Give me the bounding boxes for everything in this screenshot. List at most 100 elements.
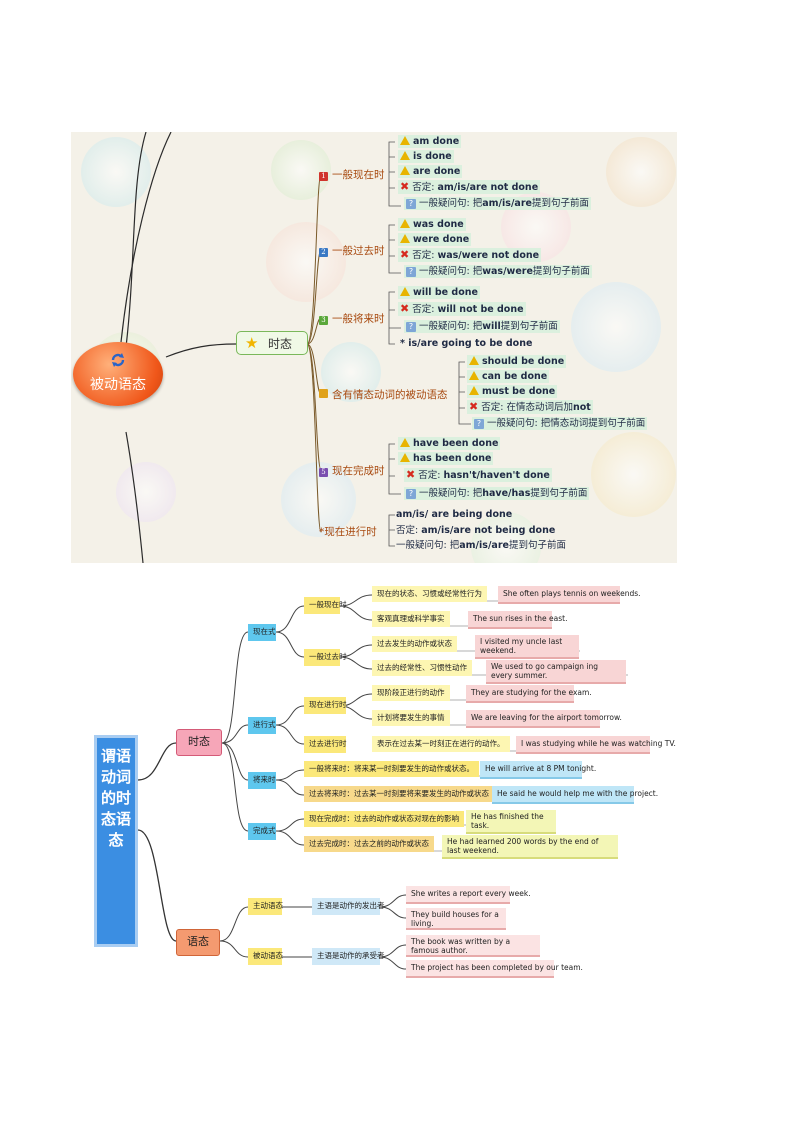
question-icon: ? xyxy=(406,267,416,277)
simple-node: 现在式 xyxy=(248,624,276,641)
category-label: 现在进行时 xyxy=(324,526,377,538)
warning-icon xyxy=(469,386,479,395)
active-desc-node: 主语是动作的发出者 xyxy=(312,898,385,915)
desc-perfect-2: 过去完成时：过去之前的动作或状态 xyxy=(304,836,434,852)
tense-voice-mindmap: 谓语动词的时态语态 时态 语态 现在式 进行式 将来时 完成式 主动语态 被动语… xyxy=(0,575,794,995)
category-label: 一般将来时 xyxy=(332,313,385,325)
present-progressive-node: 现在进行时 xyxy=(304,697,347,714)
connector-lines xyxy=(120,132,471,563)
example-passive-2: The project has been completed by our te… xyxy=(406,960,583,978)
example-simple-past-1: I visited my uncle last weekend. xyxy=(475,635,579,659)
desc-future-2: 过去将来时：过去某一时刻要将来要发生的动作或状态 xyxy=(304,786,494,802)
category-modal-passive: 含有情态动词的被动语态 xyxy=(319,387,448,402)
simple-past-node: 一般过去时 xyxy=(304,649,347,666)
example-present-progressive-1: They are studying for the exam. xyxy=(466,685,592,703)
number-badge: 5 xyxy=(319,468,328,477)
bubble-decoration xyxy=(606,137,676,207)
leaf-should-be-done: should be done xyxy=(467,355,567,368)
center-node: 被动语态 xyxy=(73,342,163,406)
leaf-can-be-done: can be done xyxy=(467,370,550,383)
warning-icon xyxy=(469,356,479,365)
category-label: 含有情态动词的被动语态 xyxy=(332,389,448,401)
desc-future-1: 一般将来时：将来某一时刻要发生的动作或状态。 xyxy=(304,761,479,777)
leaf-negative: ✖否定: 在情态动词后加not xyxy=(467,400,593,414)
root-label: 谓语动词的时态语态 xyxy=(100,747,131,849)
number-badge: 1 xyxy=(319,172,328,181)
bubble-decoration xyxy=(591,432,676,517)
passive-voice-node: 被动语态 xyxy=(248,948,283,965)
warning-icon xyxy=(400,453,410,462)
example-future-1: He will arrive at 8 PM tonight. xyxy=(480,761,596,779)
leaf-must-be-done: must be done xyxy=(467,385,558,398)
cross-icon: ✖ xyxy=(406,468,416,481)
category-label: 一般过去时 xyxy=(332,245,385,257)
voice-node: 语态 xyxy=(176,929,220,956)
desc-simple-past-2: 过去的经常性、习惯性动作 xyxy=(372,660,472,676)
bubble-decoration xyxy=(321,342,381,402)
tense-branch-node: ★ 时态 xyxy=(236,331,308,355)
warning-icon xyxy=(400,166,410,175)
example-present-progressive-2: We are leaving for the airport tomorrow. xyxy=(466,710,622,728)
leaf-being-done: am/is/ are being done xyxy=(396,509,513,520)
bubble-decoration xyxy=(266,222,346,302)
leaf-negative: ✖否定: am/is/are not done xyxy=(398,180,541,194)
future-node: 将来时 xyxy=(248,772,276,789)
cross-icon: ✖ xyxy=(400,180,410,193)
cross-icon: ✖ xyxy=(400,248,410,261)
leaf-will-be-done: will be done xyxy=(398,286,480,299)
passive-desc-node: 主语是动作的承受者 xyxy=(312,948,385,965)
leaf-question: ?一般疑问句: 把情态动词提到句子前面 xyxy=(472,417,648,430)
category-present-simple: 1 一般现在时 xyxy=(319,167,385,182)
star-marker: * xyxy=(319,526,325,538)
category-label: 一般现在时 xyxy=(332,169,385,181)
example-simple-present-1: She often plays tennis on weekends. xyxy=(498,586,641,604)
example-active-2: They build houses for a living. xyxy=(406,908,506,930)
desc-present-progressive-2: 计划将要发生的事情 xyxy=(372,710,450,726)
active-voice-node: 主动语态 xyxy=(248,898,283,915)
desc-perfect-1: 现在完成时：过去的动作或状态对现在的影响 xyxy=(304,811,464,827)
question-icon: ? xyxy=(406,322,416,332)
example-passive-1: The book was written by a famous author. xyxy=(406,935,540,957)
leaf-am-done: am done xyxy=(398,135,462,148)
bubble-decoration xyxy=(116,462,176,522)
leaf-are-done: are done xyxy=(398,165,463,178)
leaf-has-been-done: has been done xyxy=(398,452,494,465)
desc-past-progressive: 表示在过去某一时刻正在进行的动作。 xyxy=(372,736,510,752)
example-simple-present-2: The sun rises in the east. xyxy=(468,611,567,629)
leaf-question: ?一般疑问句: 把have/has提到句子前面 xyxy=(404,487,590,500)
bubble-decoration xyxy=(471,512,541,563)
progressive-node: 进行式 xyxy=(248,717,276,734)
warning-icon xyxy=(400,287,410,296)
warning-icon xyxy=(400,219,410,228)
leaf-is-done: is done xyxy=(398,150,454,163)
refresh-icon xyxy=(109,351,127,369)
warning-icon xyxy=(400,438,410,447)
leaf-negative: ✖否定: hasn't/haven't done xyxy=(404,468,552,482)
leaf-question: ?一般疑问句: 把was/were提到句子前面 xyxy=(404,265,592,278)
cross-icon: ✖ xyxy=(400,302,410,315)
bubble-decoration xyxy=(81,137,151,207)
leaf-question: 一般疑问句: 把am/is/are提到句子前面 xyxy=(396,540,566,551)
leaf-negative: ✖否定: will not be done xyxy=(398,302,526,316)
bubble-decoration xyxy=(271,140,331,200)
tense-branch-label: 时态 xyxy=(268,337,293,351)
bubble-decoration xyxy=(571,282,661,372)
number-badge: 2 xyxy=(319,248,328,257)
example-future-2: He said he would help me with the projec… xyxy=(492,786,658,804)
star-icon: ★ xyxy=(245,334,259,352)
question-icon: ? xyxy=(406,199,416,209)
number-badge xyxy=(319,389,328,398)
warning-icon xyxy=(400,151,410,160)
example-active-1: She writes a report every week. xyxy=(406,886,531,904)
desc-simple-past-1: 过去发生的动作或状态 xyxy=(372,636,457,652)
leaf-were-done: were done xyxy=(398,233,472,246)
desc-simple-present-2: 客观真理或科学事实 xyxy=(372,611,450,627)
question-icon: ? xyxy=(406,489,416,499)
center-node-label: 被动语态 xyxy=(90,377,146,393)
perfect-node: 完成式 xyxy=(248,823,276,840)
root-node: 谓语动词的时态语态 xyxy=(94,735,138,947)
warning-icon xyxy=(469,371,479,380)
